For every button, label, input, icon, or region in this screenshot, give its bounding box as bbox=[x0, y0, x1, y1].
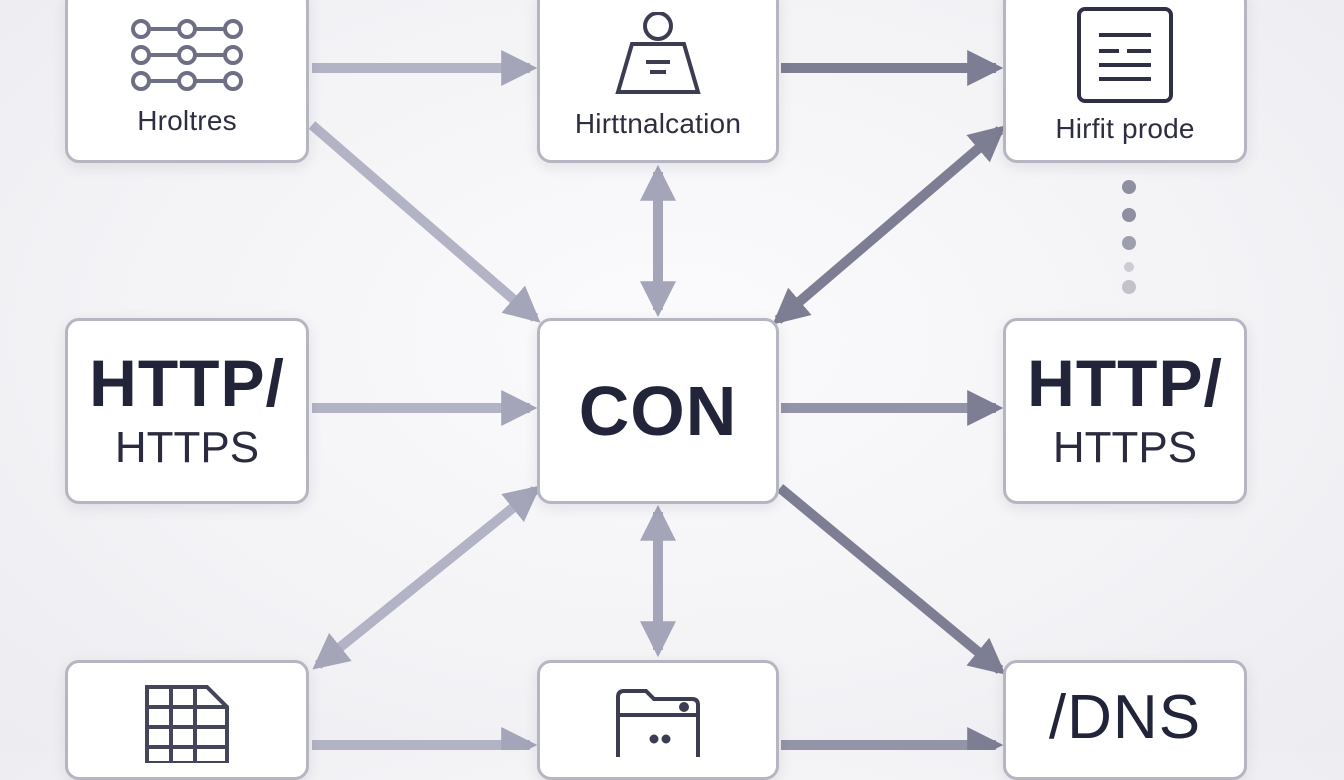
node-bottom-mid[interactable] bbox=[537, 660, 779, 780]
grid-document-icon bbox=[145, 685, 229, 763]
arrow-topleft-to-center bbox=[308, 121, 541, 323]
node-mid-right-subtitle: HTTPS bbox=[1052, 423, 1198, 472]
node-mid-left-title: HTTP/ bbox=[89, 346, 285, 420]
node-center-label: CON bbox=[578, 372, 738, 450]
node-mid-left-subtitle: HTTPS bbox=[114, 423, 260, 472]
node-top-mid[interactable]: Hirttnalcation bbox=[537, 0, 779, 163]
node-bottom-right-title: /DNS bbox=[1048, 683, 1202, 752]
node-top-right-label: Hirfit prode bbox=[1055, 112, 1195, 144]
user-desk-icon bbox=[615, 11, 701, 94]
document-icon bbox=[1077, 6, 1173, 103]
node-top-left-label: Hroltres bbox=[137, 104, 237, 136]
node-center[interactable]: CON bbox=[537, 318, 779, 504]
node-top-left[interactable]: Hroltres bbox=[65, 0, 309, 163]
node-top-mid-label: Hirttnalcation bbox=[574, 107, 742, 139]
node-graph-icon bbox=[131, 18, 243, 91]
connector-layer bbox=[308, 50, 1006, 750]
arrow-topright-center-bidirectional bbox=[772, 125, 1006, 325]
node-mid-right[interactable]: HTTP/ HTTPS bbox=[1003, 318, 1247, 504]
node-bottom-left[interactable] bbox=[65, 660, 309, 780]
node-mid-left[interactable]: HTTP/ HTTPS bbox=[65, 318, 309, 504]
arrow-center-to-botright bbox=[776, 484, 1006, 675]
node-bottom-right[interactable]: /DNS bbox=[1003, 660, 1247, 780]
node-top-right[interactable]: Hirfit prode bbox=[1003, 0, 1247, 163]
folder-window-icon bbox=[616, 689, 700, 757]
continuation-dots bbox=[1119, 180, 1139, 300]
node-mid-right-title: HTTP/ bbox=[1027, 346, 1223, 420]
arrow-botleft-center-bidirectional bbox=[312, 485, 541, 670]
